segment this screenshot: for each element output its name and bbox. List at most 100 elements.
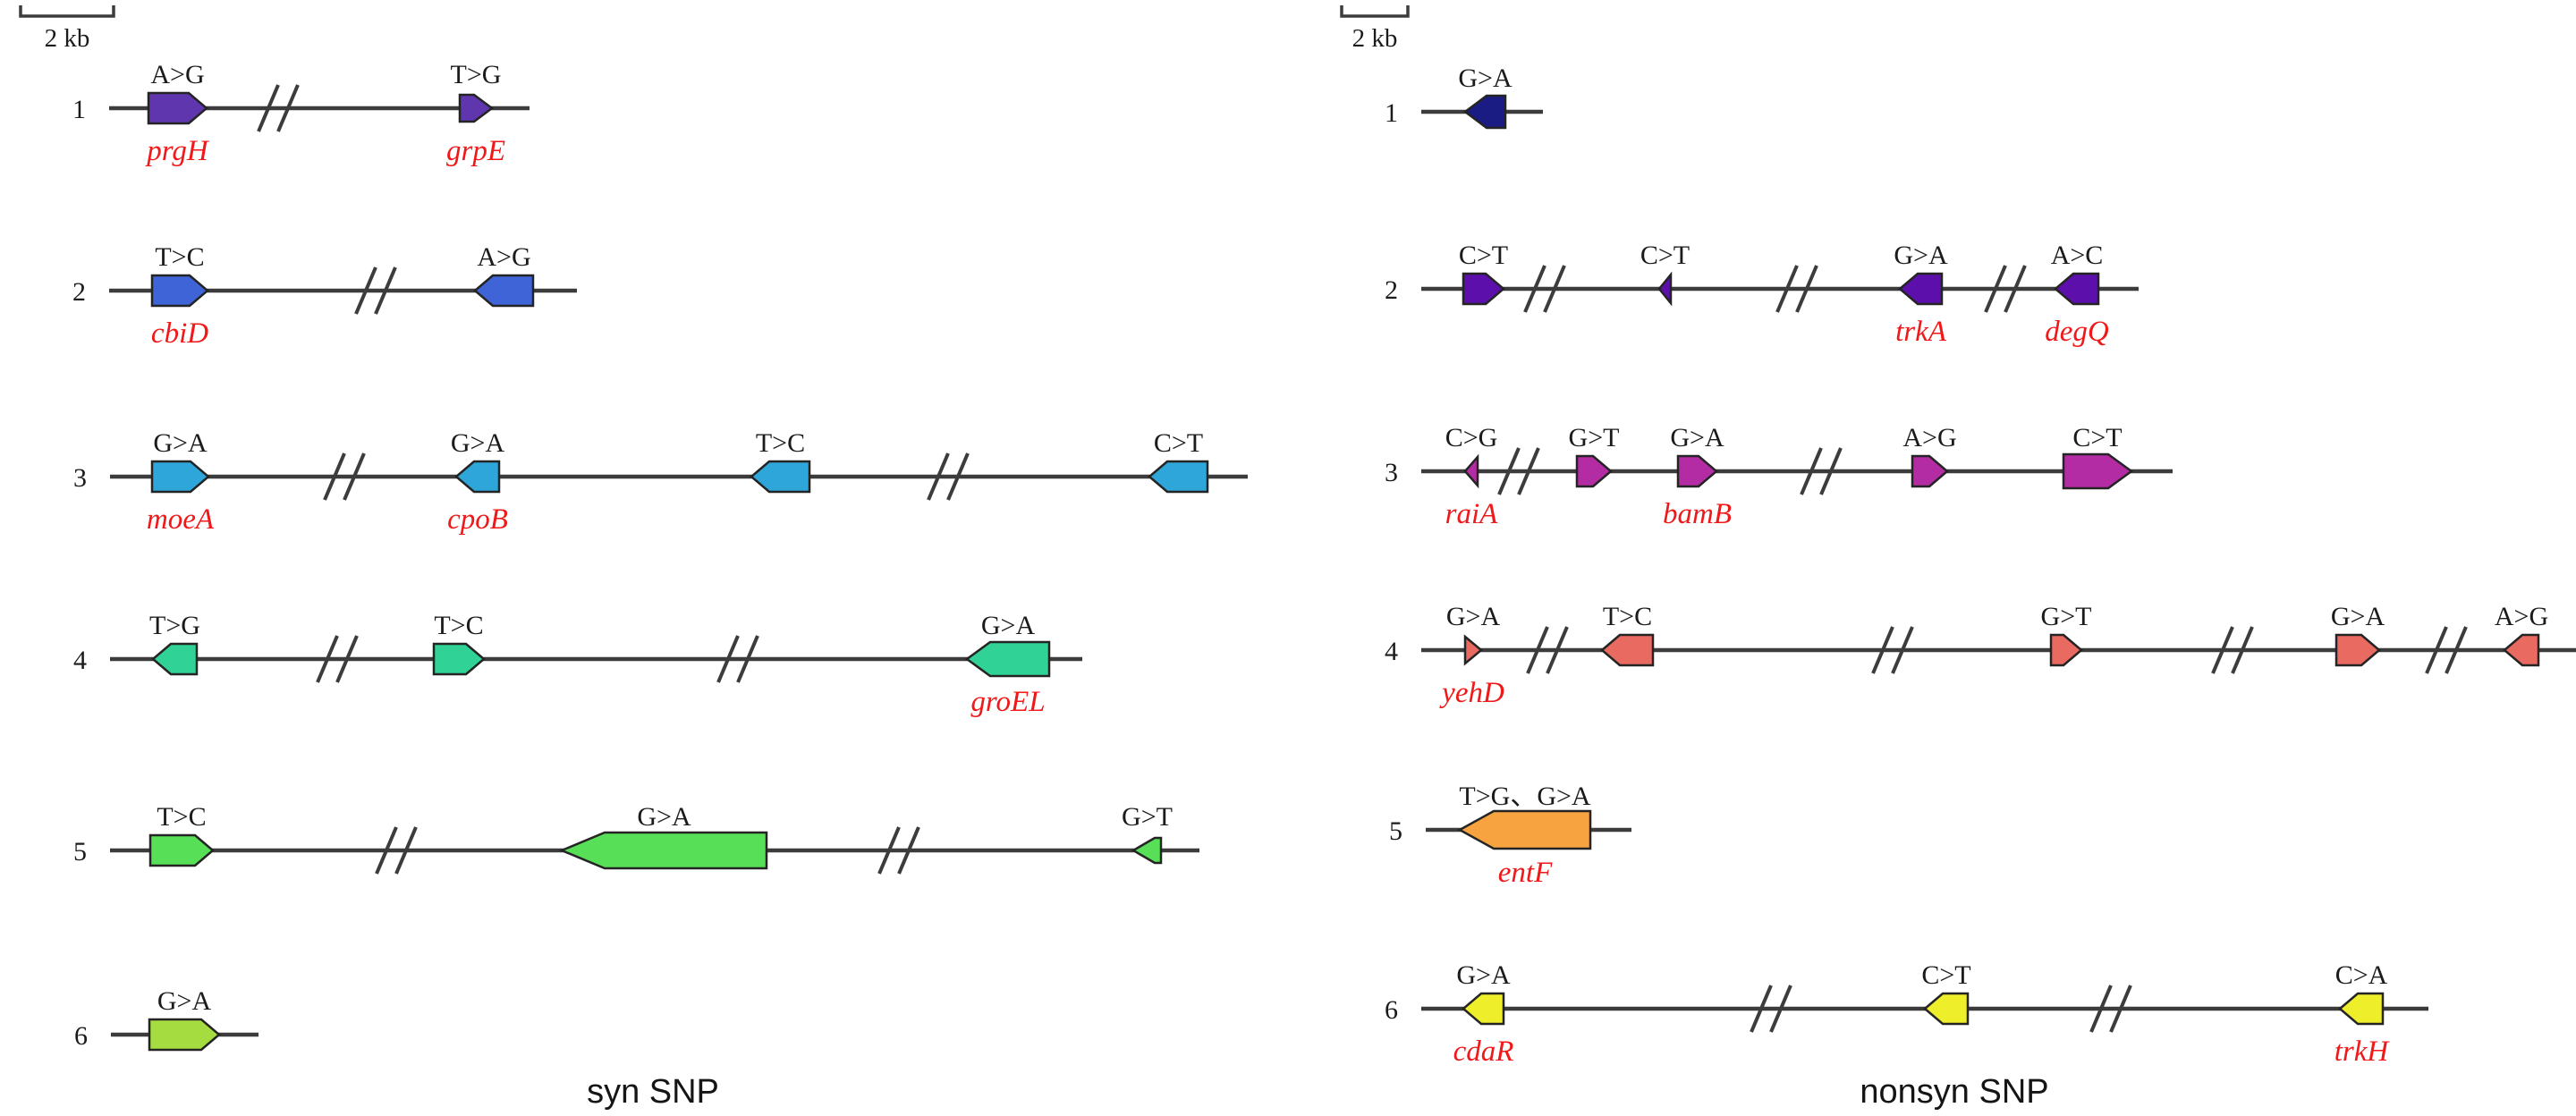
gene-arrow [454, 460, 501, 494]
gene-arrow [1911, 454, 1949, 488]
panel-title-nonsyn-snp: nonsyn SNP [1860, 1073, 2049, 1111]
break-slash [927, 452, 950, 501]
break-slash [1497, 447, 1521, 495]
row-number: 2 [1385, 275, 1398, 305]
break-slash [1546, 626, 1569, 674]
gene-arrow [750, 460, 811, 494]
snp-label: C>T [1640, 241, 1690, 270]
gene-arrow [1462, 94, 1507, 130]
row-number: 4 [1385, 637, 1398, 666]
snp-label: G>A [1670, 423, 1724, 452]
snp-label: G>A [981, 611, 1036, 640]
snp-label: A>G [150, 60, 204, 89]
gene-name-label: moeA [147, 503, 215, 536]
gene-arrow [2338, 992, 2385, 1026]
snp-label: T>C [157, 802, 206, 832]
gene-arrow [150, 460, 210, 494]
genome-row-syn-1: 1 A>G prgH T>G grpE [72, 60, 530, 167]
gene-arrow [148, 833, 215, 867]
snp-label: G>A [1446, 602, 1501, 631]
gene-arrow [2503, 633, 2540, 667]
snp-label: C>T [1921, 960, 1970, 990]
row-number: 3 [1385, 458, 1398, 487]
break-slash [946, 452, 970, 501]
break-slash [2231, 626, 2254, 674]
break-slash [316, 635, 339, 683]
break-slash [335, 635, 359, 683]
break-slash [1543, 265, 1566, 313]
gene-arrow [1463, 634, 1483, 666]
snp-label: T>C [434, 611, 483, 640]
snp-label: T>G [451, 60, 502, 89]
gene-name-label: prgH [145, 135, 210, 167]
snp-label: G>A [1894, 241, 1948, 270]
snp-label: C>G [1445, 423, 1498, 452]
snp-label: G>A [1458, 63, 1513, 93]
break-slash [375, 826, 398, 875]
break-slash [1795, 265, 1818, 313]
gene-name-label: trkA [1895, 316, 1947, 348]
scale-bar-label-nonsyn: 2 kb [1352, 24, 1398, 53]
row-number: 1 [72, 95, 86, 124]
break-mark [927, 452, 970, 501]
snp-label: T>G、G>A [1459, 782, 1590, 811]
snp-label: C>T [2072, 423, 2122, 452]
snp-label: A>G [477, 242, 530, 272]
break-slash [374, 266, 397, 315]
gene-name-label: degQ [2045, 316, 2109, 348]
break-mark [1750, 985, 1792, 1033]
break-mark [1871, 626, 1914, 674]
break-mark [354, 266, 397, 315]
snp-label: T>G [149, 611, 200, 640]
break-slash [323, 452, 346, 501]
scale-bar [1340, 5, 1410, 18]
row-number: 2 [72, 277, 86, 307]
gene-name-label: cbiD [151, 317, 208, 350]
break-mark [877, 826, 920, 875]
break-slash [877, 826, 901, 875]
break-slash [716, 635, 740, 683]
break-slash [1517, 447, 1540, 495]
snp-label: G>A [153, 428, 208, 458]
break-slash [1984, 265, 2007, 313]
break-slash [2089, 985, 2113, 1033]
gene-arrow [1923, 992, 1970, 1026]
break-mark [323, 452, 366, 501]
gene-name-label: cpoB [447, 503, 508, 536]
row-number: 1 [1385, 98, 1398, 128]
break-slash [2211, 626, 2234, 674]
gene-arrow [432, 642, 486, 676]
break-slash [2445, 626, 2468, 674]
gene-name-label: grpE [446, 135, 505, 167]
scale-bar [19, 5, 115, 18]
gene-arrow [1657, 271, 1673, 307]
break-slash [1750, 985, 1773, 1033]
gene-arrow [2062, 452, 2134, 490]
snp-label: G>T [2041, 602, 2092, 631]
gene-arrow [1148, 460, 1209, 494]
break-slash [2004, 265, 2027, 313]
gene-arrow [1463, 453, 1479, 489]
break-mark [1775, 265, 1818, 313]
snp-label: G>T [1122, 802, 1173, 832]
break-mark [316, 635, 359, 683]
row-number: 3 [73, 463, 87, 493]
gene-name-label: cdaR [1453, 1036, 1514, 1068]
break-mark [2089, 985, 2132, 1033]
snp-label: C>T [1154, 428, 1203, 458]
gene-arrow [558, 831, 768, 870]
break-slash [1819, 447, 1843, 495]
gene-arrow [147, 91, 208, 125]
snp-label: A>C [2051, 241, 2104, 270]
snp-label: T>C [155, 242, 204, 272]
snp-label: G>A [2331, 602, 2385, 631]
break-slash [276, 84, 300, 132]
gene-arrow [2054, 272, 2100, 306]
